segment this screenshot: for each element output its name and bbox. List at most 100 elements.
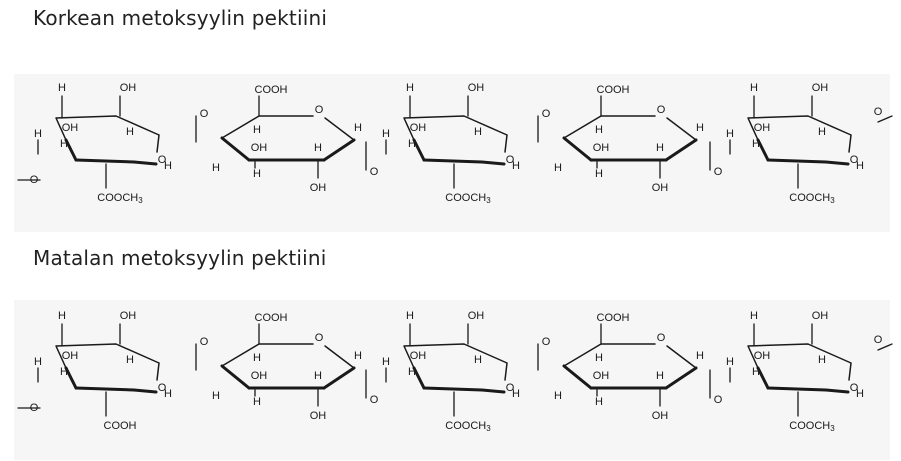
atom-h: H bbox=[164, 388, 172, 400]
caption-high-methoxyl-pectin: Korkean metoksyylin pektiini bbox=[33, 6, 328, 30]
atom-h: H bbox=[253, 396, 261, 408]
substituent-cooch3: COOCH3 bbox=[445, 420, 491, 433]
substituent-cooch3: COOCH3 bbox=[789, 420, 835, 433]
ring-bond-bold bbox=[664, 138, 698, 162]
atom-h: H bbox=[595, 396, 603, 408]
ring-bond bbox=[221, 115, 260, 139]
ring-bond-bold bbox=[480, 160, 506, 166]
atom-h: H bbox=[382, 356, 390, 368]
ring-bond bbox=[747, 115, 852, 141]
ring-bond bbox=[666, 345, 697, 369]
atom-oh: OH bbox=[468, 82, 485, 94]
atom-h: H bbox=[752, 138, 760, 150]
atom-h: H bbox=[554, 162, 562, 174]
atom-h: H bbox=[34, 128, 42, 140]
atom-oh: OH bbox=[812, 310, 829, 322]
substituent-cooh: COOH bbox=[255, 312, 288, 324]
caption-low-methoxyl-pectin: Matalan metoksyylin pektiini bbox=[33, 246, 327, 270]
ring-bond bbox=[563, 343, 602, 367]
chain-end-bond bbox=[877, 343, 893, 351]
atom-h: H bbox=[696, 350, 704, 362]
atom-h: H bbox=[818, 354, 826, 366]
ring-bond bbox=[324, 345, 355, 369]
substituent-cooch3: COOCH3 bbox=[97, 192, 143, 205]
ring-bond-bold bbox=[220, 364, 251, 390]
atom-h: H bbox=[354, 122, 362, 134]
substituent-cooh: COOH bbox=[597, 84, 630, 96]
substituent-cooh: COOH bbox=[104, 420, 137, 432]
ring-bond bbox=[55, 115, 160, 141]
ring-bond-bold bbox=[412, 366, 426, 390]
atom-h: H bbox=[408, 138, 416, 150]
chain-start-oxygen: O bbox=[30, 174, 39, 186]
ring-bond bbox=[848, 362, 852, 381]
atom-h: H bbox=[34, 356, 42, 368]
ring-oxygen: O bbox=[158, 382, 167, 394]
atom-h: H bbox=[752, 366, 760, 378]
atom-oh: OH bbox=[812, 82, 829, 94]
atom-h: H bbox=[595, 168, 603, 180]
atom-oh: OH bbox=[593, 142, 610, 154]
ring-bond bbox=[848, 134, 852, 153]
ring-bond bbox=[666, 117, 697, 141]
ring-bond-bold bbox=[562, 364, 593, 390]
glycosidic-oxygen: O bbox=[714, 166, 723, 178]
atom-oh: OH bbox=[62, 122, 79, 134]
ring-oxygen: O bbox=[315, 104, 324, 116]
ring-bond-bold bbox=[480, 388, 506, 394]
substituent-cooch3: COOCH3 bbox=[789, 192, 835, 205]
ring-bond-bold bbox=[562, 136, 593, 162]
ring-bond-bold bbox=[74, 158, 136, 164]
glycosidic-oxygen: O bbox=[542, 108, 551, 120]
ring-bond-bold bbox=[756, 366, 770, 390]
atom-h: H bbox=[58, 310, 66, 322]
ring-bond-bold bbox=[64, 366, 78, 390]
ring-bond-bold bbox=[422, 386, 484, 392]
atom-h: H bbox=[595, 352, 603, 364]
atom-h: H bbox=[726, 356, 734, 368]
ring-oxygen: O bbox=[657, 104, 666, 116]
atom-oh: OH bbox=[310, 410, 327, 422]
atom-h: H bbox=[750, 82, 758, 94]
ring-bond bbox=[504, 134, 508, 153]
ring-oxygen: O bbox=[506, 382, 515, 394]
atom-h: H bbox=[554, 390, 562, 402]
ring-bond bbox=[747, 343, 852, 369]
ring-bond bbox=[324, 117, 355, 141]
atom-h: H bbox=[253, 352, 261, 364]
atom-h: H bbox=[60, 138, 68, 150]
ring-bond-bold bbox=[664, 366, 698, 390]
atom-h: H bbox=[126, 354, 134, 366]
ring-bond-bold bbox=[824, 160, 850, 166]
atom-oh: OH bbox=[62, 350, 79, 362]
ring-bond-bold bbox=[322, 138, 356, 162]
ring-bond bbox=[403, 115, 508, 141]
ring-bond-bold bbox=[322, 366, 356, 390]
atom-h: H bbox=[512, 160, 520, 172]
atom-h: H bbox=[164, 160, 172, 172]
atom-h: H bbox=[818, 126, 826, 138]
atom-h: H bbox=[58, 82, 66, 94]
atom-h: H bbox=[126, 126, 134, 138]
atom-oh: OH bbox=[120, 310, 137, 322]
atom-oh: OH bbox=[652, 182, 669, 194]
ring-bond-bold bbox=[132, 160, 158, 166]
ring-bond-bold bbox=[824, 388, 850, 394]
chain-end-oxygen: O bbox=[874, 334, 883, 346]
ring-oxygen: O bbox=[506, 154, 515, 166]
atom-h: H bbox=[474, 126, 482, 138]
glycosidic-oxygen: O bbox=[200, 336, 209, 348]
chain-start-oxygen: O bbox=[30, 402, 39, 414]
glycosidic-oxygen: O bbox=[370, 394, 379, 406]
atom-h: H bbox=[314, 142, 322, 154]
ring-bond bbox=[156, 134, 160, 153]
ring-bond bbox=[563, 115, 602, 139]
atom-h: H bbox=[474, 354, 482, 366]
atom-oh: OH bbox=[468, 310, 485, 322]
atom-h: H bbox=[595, 124, 603, 136]
ring-bond-bold bbox=[132, 388, 158, 394]
structure-panel-low bbox=[14, 300, 890, 460]
atom-h: H bbox=[406, 82, 414, 94]
atom-h: H bbox=[212, 390, 220, 402]
atom-h: H bbox=[382, 128, 390, 140]
